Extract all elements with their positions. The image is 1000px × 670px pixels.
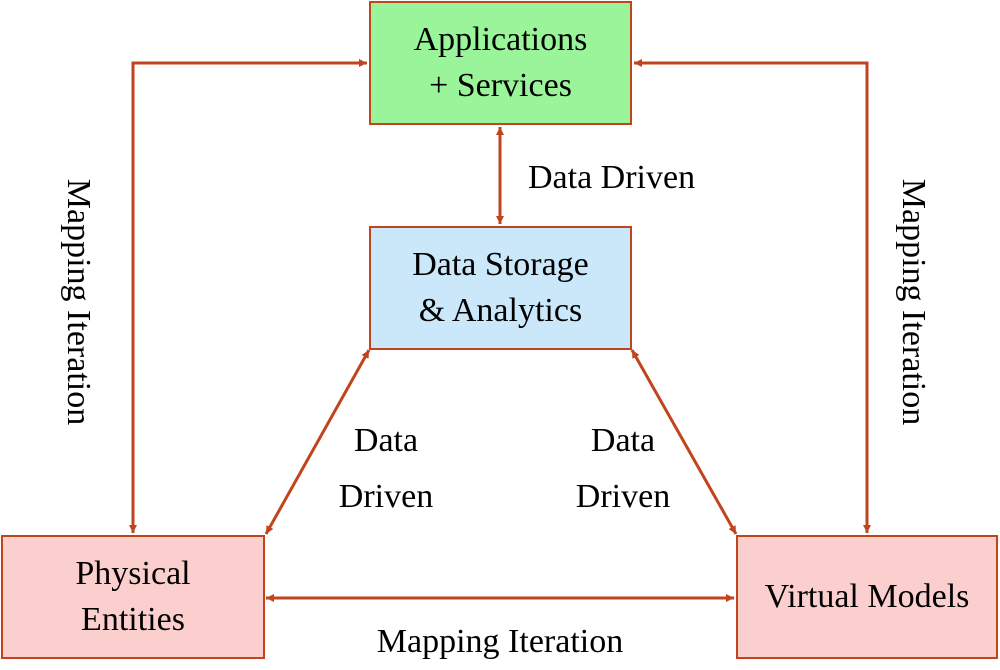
data-storage-analytics-node: Data Storage & Analytics — [369, 226, 632, 350]
edge-label-apps-storage: Data Driven — [528, 159, 696, 196]
edge-label-storage-physical-line2: Driven — [338, 478, 434, 515]
edge-label-storage-physical: Data Driven — [328, 413, 444, 525]
applications-label-line2: + Services — [429, 67, 572, 104]
virtual-label: Virtual Models — [764, 578, 970, 615]
storage-label-line2: & Analytics — [418, 292, 583, 329]
edge-label-storage-virtual-line2: Driven — [575, 478, 671, 515]
edge-label-storage-virtual: Data Driven — [565, 413, 681, 525]
applications-services-node: Applications + Services — [369, 1, 632, 125]
edge-label-storage-physical-line1: Data — [353, 422, 419, 459]
physical-entities-node: Physical Entities — [1, 535, 265, 659]
physical-label-line2: Entities — [81, 601, 185, 638]
physical-label-line1: Physical — [75, 555, 191, 592]
arrow-apps-virtual — [634, 59, 871, 533]
edge-label-apps-virtual: Mapping Iteration — [895, 178, 932, 426]
virtual-models-node: Virtual Models — [736, 535, 998, 659]
edge-label-physical-virtual: Mapping Iteration — [376, 623, 624, 660]
edge-label-storage-virtual-line1: Data — [590, 422, 656, 459]
applications-label-line1: Applications — [413, 21, 588, 58]
edge-label-apps-physical: Mapping Iteration — [60, 178, 97, 426]
storage-label-line1: Data Storage — [412, 246, 589, 283]
arrow-apps-physical — [129, 59, 367, 533]
